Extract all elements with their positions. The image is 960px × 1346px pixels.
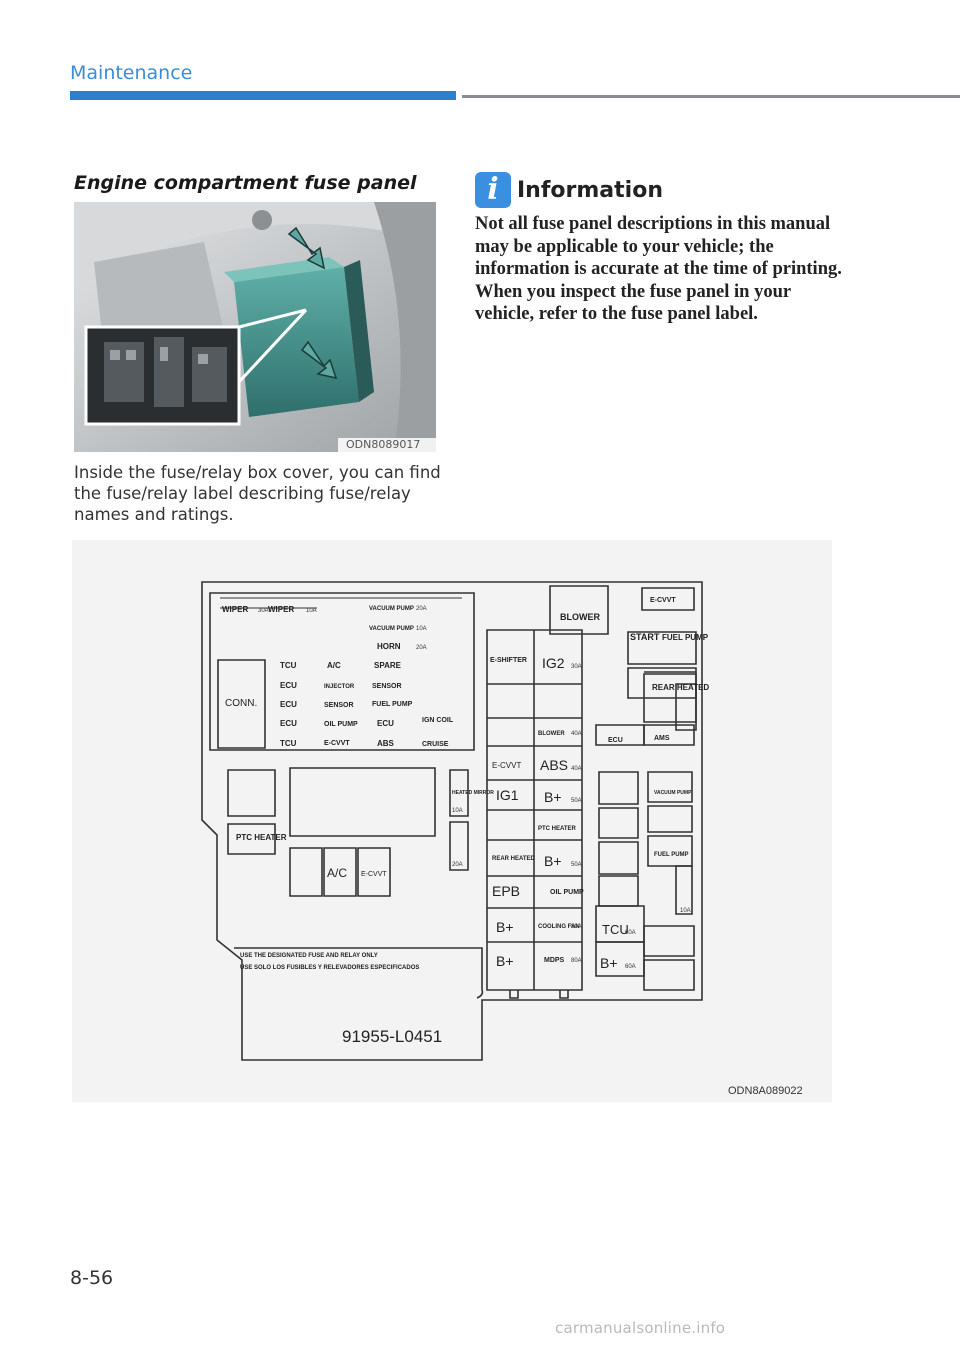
fuse-heated-mirror: HEATED MIRROR	[452, 790, 494, 796]
connector-label: CONN.	[225, 698, 257, 709]
photo-code: ODN8089017	[346, 438, 421, 451]
rating-heated-mirror: 10A	[452, 808, 463, 814]
watermark: carmanualsonline.info	[555, 1319, 726, 1337]
fuse-oil-pump-2: OIL PUMP	[324, 721, 358, 728]
rating-b-plus-3: 50A	[571, 862, 582, 868]
fuse-cooling-fan: COOLING FAN	[538, 924, 580, 930]
fuse-ptc-heater: PTC HEATER	[538, 826, 577, 832]
rating-e-cvvt-4: 20A	[452, 862, 463, 868]
rating-vacuum-2: 20A	[416, 606, 427, 612]
fuse-ig1: IG1	[496, 787, 519, 803]
rating-vacuum-3: 10A	[416, 626, 427, 632]
fuse-b-plus-3: B+	[544, 853, 562, 869]
fuse-ecu-5: ECU	[608, 737, 623, 744]
fuse-ign-coil: IGN COIL	[422, 717, 454, 724]
fuse-horn: HORN	[377, 642, 401, 651]
fuse-sensor-3: SENSOR	[372, 683, 402, 690]
fuse-wiper-1: WIPER	[222, 605, 248, 614]
fuse-sensor-1: SENSOR	[324, 702, 354, 709]
relay-blower: BLOWER	[560, 612, 600, 622]
header-bar-rule	[462, 95, 960, 98]
fuse-rear-heated: REAR HEATED	[492, 856, 536, 862]
fuse-tcu-2: TCU	[280, 739, 297, 748]
fuse-vacuum-pump-3: VACUUM PUMP	[369, 626, 414, 632]
fuse-spare: SPARE	[374, 661, 402, 670]
engine-bay-photo: ODN8089017	[74, 202, 436, 452]
rating-wiper-2: 10A	[306, 608, 317, 614]
fuse-blower: BLOWER	[538, 731, 565, 737]
fuse-ig2: IG2	[542, 655, 565, 671]
fuse-fuel-pump-1: FUEL PUMP	[654, 852, 689, 858]
fuse-e-cvvt-3: E-CVVT	[650, 597, 676, 604]
fuse-abs-1: ABS	[540, 757, 568, 773]
relay-start: START	[630, 632, 660, 642]
rating-mdps: 80A	[571, 958, 582, 964]
fuse-ac-1: A/C	[327, 661, 341, 670]
rating-ac-2: 10A	[680, 908, 691, 914]
fuse-b-plus-2: B+	[544, 789, 562, 805]
photo-caption: Inside the fuse/relay box cover, you can…	[74, 463, 441, 524]
warning-spanish: USE SOLO LOS FUSIBLES Y RELEVADORES ESPE…	[240, 965, 419, 971]
relay-e-cvvt: E-CVVT	[361, 871, 387, 878]
fuse-ecu-2: ECU	[280, 681, 297, 690]
fuse-mdps: MDPS	[544, 957, 565, 964]
rating-wiper-1: 30A	[258, 608, 269, 614]
fuse-e-cvvt-1: E-CVVT	[492, 761, 521, 770]
fuse-e-shifter: E-SHIFTER	[490, 657, 527, 664]
rating-b-plus-2: 50A	[571, 798, 582, 804]
fuse-panel-drawing: WIPER WIPER VACUUM PUMP VACUUM PUMP HORN…	[201, 581, 803, 1097]
fuse-tcu-1: TCU	[280, 661, 297, 670]
fuse-vacuum-pump-1: VACUUM PUMP	[654, 790, 692, 796]
fuse-b-plus-5: B+	[496, 919, 514, 935]
info-body: Not all fuse panel descriptions in this …	[475, 214, 842, 324]
fuse-ecu-4: ECU	[280, 719, 297, 728]
rating-cooling-fan: 80A	[571, 924, 582, 930]
relay-fuel-pump: FUEL PUMP	[662, 633, 709, 642]
rating-blower: 40A	[571, 731, 582, 737]
info-title: Information	[517, 178, 663, 203]
info-icon: i	[475, 172, 511, 208]
fuse-b-plus-1: B+	[496, 953, 514, 969]
part-number: 91955-L0451	[342, 1027, 442, 1046]
rating-ig2: 30A	[571, 664, 582, 670]
fuse-b-plus-4: B+	[600, 955, 618, 971]
fuse-e-cvvt-2: E-CVVT	[324, 740, 350, 747]
rating-b-plus-4: 60A	[625, 964, 636, 970]
rating-tcu-3: 60A	[625, 930, 636, 936]
fuse-panel-diagram: WIPER WIPER VACUUM PUMP VACUUM PUMP HORN…	[72, 540, 832, 1102]
fuse-fuel-pump-2: FUEL PUMP	[372, 701, 413, 708]
rating-horn: 20A	[416, 645, 427, 651]
fuse-wiper-2: WIPER	[268, 605, 294, 614]
fuse-injector: INJECTOR	[324, 684, 355, 690]
fuse-abs-2: ABS	[377, 739, 395, 748]
section-header: Maintenance	[70, 62, 193, 84]
fuse-tcu-3: TCU	[602, 922, 629, 937]
warning-english: USE THE DESIGNATED FUSE AND RELAY ONLY	[240, 953, 378, 959]
fuse-cruise: CRUISE	[422, 741, 449, 748]
engine-bay-illustration	[74, 202, 436, 452]
fuse-ecu-1: ECU	[280, 700, 297, 709]
rating-abs-1: 40A	[571, 766, 582, 772]
diagram-code: ODN8A089022	[728, 1085, 803, 1097]
fuse-ams: AMS	[654, 735, 670, 742]
relay-ptc-heater: PTC HEATER	[236, 833, 287, 842]
header-bar-accent	[70, 91, 456, 100]
fuse-ecu-3: ECU	[377, 719, 394, 728]
relay-rear-heated: REAR HEATED	[652, 683, 709, 692]
relay-ac: A/C	[327, 866, 347, 880]
page-number: 8-56	[70, 1267, 114, 1289]
fuse-epb: EPB	[492, 883, 520, 899]
fuse-vacuum-pump-2: VACUUM PUMP	[369, 606, 414, 612]
section-title: Engine compartment fuse panel	[74, 172, 417, 194]
fuse-oil-pump-1: OIL PUMP	[550, 889, 584, 896]
